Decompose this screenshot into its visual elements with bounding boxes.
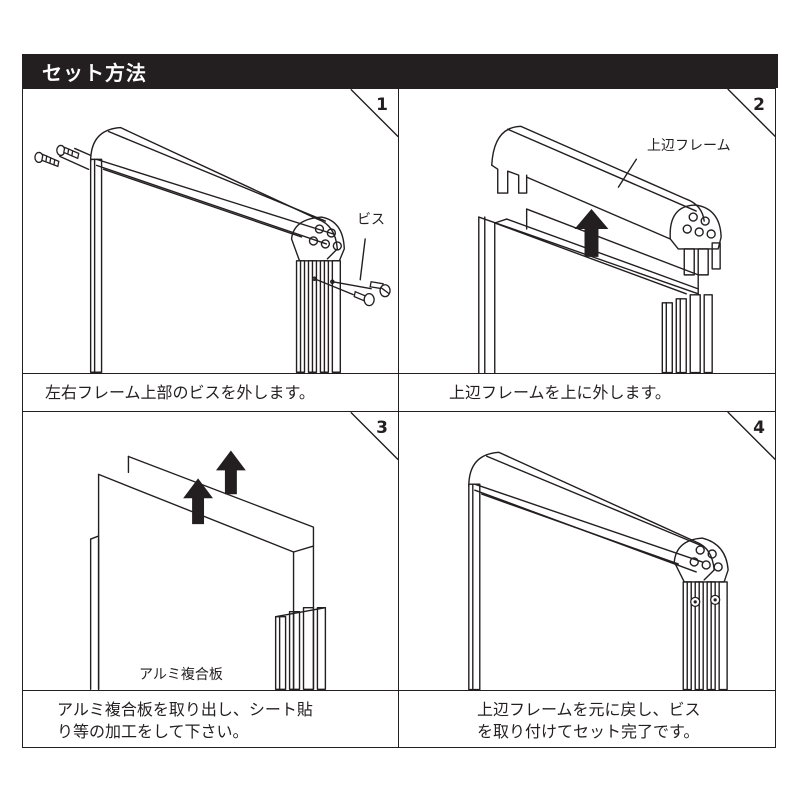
step-1-drawing bbox=[34, 89, 398, 373]
step-4-caption: 上辺フレームを元に戻し、ビス を取り付けてセット完了です。 bbox=[399, 690, 775, 747]
caption-text: 左右フレーム上部のビスを外します。 bbox=[45, 383, 315, 402]
page-title: セット方法 bbox=[42, 61, 147, 85]
step-3-caption: アルミ複合板を取り出し、シート貼 り等の加工をして下さい。 bbox=[23, 690, 398, 747]
step-number: 4 bbox=[753, 418, 765, 438]
step-number: 1 bbox=[376, 95, 388, 115]
step-1-illustration: 1 ビス bbox=[23, 89, 398, 373]
step-2-drawing bbox=[478, 89, 775, 373]
caption-text: 上辺フレームを元に戻し、ビス を取り付けてセット完了です。 bbox=[477, 700, 701, 741]
step-4-illustration: 4 bbox=[399, 412, 775, 690]
screw-label: ビス bbox=[357, 212, 385, 228]
panel-label: アルミ複合板 bbox=[139, 667, 223, 683]
header-bar: セット方法 bbox=[22, 54, 778, 88]
step-4-drawing bbox=[468, 412, 775, 690]
step-2-caption: 上辺フレームを上に外します。 bbox=[399, 373, 775, 411]
step-2-illustration: 2 上辺フレーム bbox=[399, 89, 775, 373]
step-number: 3 bbox=[376, 418, 388, 438]
step-3-drawing bbox=[89, 412, 398, 690]
caption-text: アルミ複合板を取り出し、シート貼 り等の加工をして下さい。 bbox=[57, 700, 313, 741]
step-2-panel: 2 上辺フレーム 上辺フレームを上に外します。 bbox=[399, 88, 776, 412]
step-4-panel: 4 上辺フレームを元に戻し、ビス を取り付けてセット完了です。 bbox=[399, 411, 776, 748]
steps-grid: 1 ビス 左右フレーム上部のビスを外します。 bbox=[22, 88, 778, 748]
step-3-illustration: 3 アルミ複合板 bbox=[23, 412, 398, 690]
caption-text: 上辺フレームを上に外します。 bbox=[449, 383, 671, 402]
step-3-panel: 3 アルミ複合板 アルミ複合板を取り出し、シート貼 り等の加工をして下さい。 bbox=[22, 411, 399, 748]
step-number: 2 bbox=[753, 95, 765, 115]
top-frame-label: 上辺フレーム bbox=[647, 138, 731, 154]
step-1-caption: 左右フレーム上部のビスを外します。 bbox=[23, 373, 398, 411]
step-1-panel: 1 ビス 左右フレーム上部のビスを外します。 bbox=[22, 88, 399, 412]
